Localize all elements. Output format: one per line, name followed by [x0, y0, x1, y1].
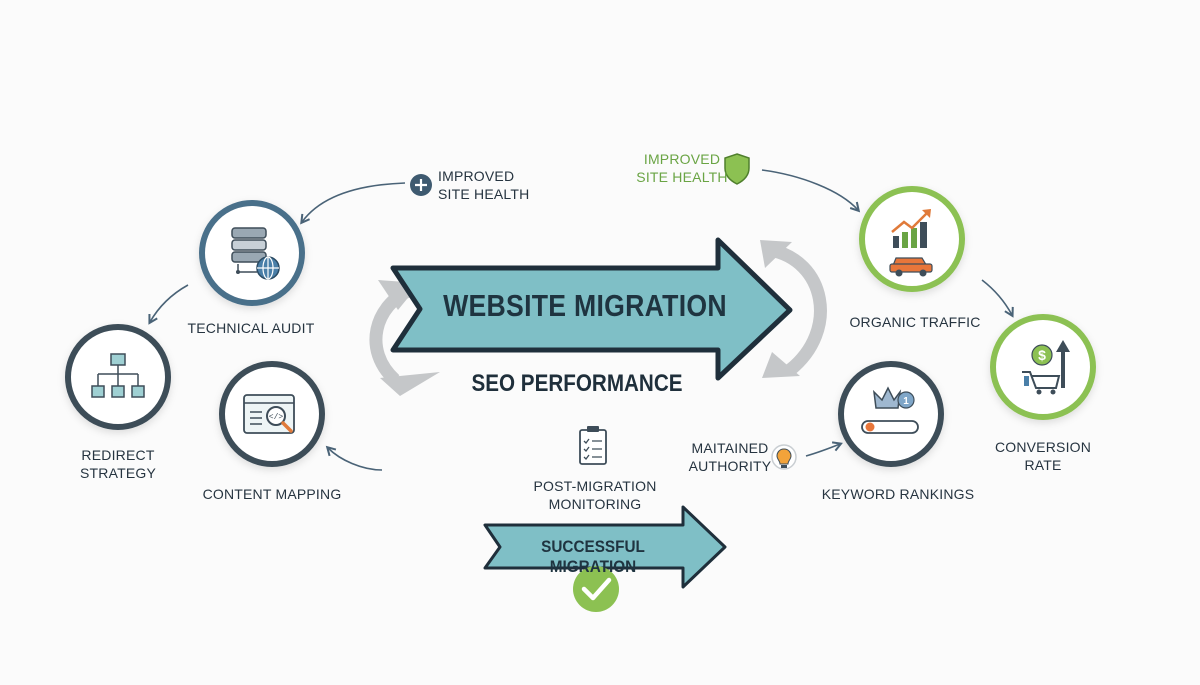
redirect-strategy-label: REDIRECT STRATEGY	[58, 447, 178, 482]
monitoring-line-2: MONITORING	[548, 495, 642, 512]
connector-maintained	[805, 441, 843, 457]
redirect-line-2: STRATEGY	[79, 464, 157, 481]
main-title: WEBSITE MIGRATION	[443, 288, 727, 323]
successful-migration-arrow	[483, 505, 727, 589]
subtitle: SEO PERFORMANCE	[471, 370, 683, 397]
maintained-authority: MAITAINED AUTHORITY	[680, 440, 780, 475]
shield-icon	[724, 153, 750, 185]
connector-top-right	[761, 169, 861, 213]
improved-site-health-left: IMPROVED SITE HEALTH	[438, 168, 538, 203]
conversion-line-2: RATE	[1024, 456, 1062, 473]
maintained-line-1: MAITAINED	[691, 440, 769, 456]
post-migration-monitoring: POST-MIGRATION MONITORING	[520, 478, 670, 513]
lightbulb-icon	[771, 444, 797, 470]
checklist-icon	[579, 426, 607, 465]
svg-text:$: $	[1038, 347, 1046, 363]
keyword-rankings-label: KEYWORD RANKINGS	[821, 486, 975, 502]
successful-migration-label: SUCCESSFUL MIGRATION	[541, 537, 645, 576]
connector-content-mapping	[325, 445, 383, 471]
monitoring-line-1: POST-MIGRATION	[533, 478, 657, 494]
check-icon	[573, 566, 619, 612]
connector-audit-redirect	[148, 284, 189, 325]
database-globe-icon	[231, 227, 280, 280]
refresh-arrows-right	[760, 240, 827, 378]
sitemap-icon	[91, 353, 145, 398]
dollar-cart-icon: $	[1022, 340, 1070, 395]
improved-right-line-1: IMPROVED	[643, 151, 721, 167]
connector-top-left	[300, 182, 406, 225]
organic-traffic-label: ORGANIC TRAFFIC	[849, 314, 981, 330]
crown-rank-icon: 1	[861, 386, 919, 434]
keyword-rankings-node	[838, 361, 944, 467]
content-mapping-label: CONTENT MAPPING	[202, 486, 342, 502]
connector-traffic-conversion	[981, 279, 1014, 318]
code-search-icon: </>	[243, 394, 295, 434]
main-arrow	[390, 237, 793, 381]
improved-right-line-2: SITE HEALTH	[636, 168, 728, 185]
technical-audit-label: TECHNICAL AUDIT	[187, 320, 315, 336]
conversion-rate-node	[990, 314, 1096, 420]
plus-icon	[410, 174, 432, 196]
improved-left-line-1: IMPROVED	[438, 168, 515, 184]
conversion-line-1: CONVERSION	[994, 439, 1092, 455]
conversion-rate-label: CONVERSION RATE	[988, 439, 1098, 474]
svg-text:1: 1	[903, 396, 909, 407]
improved-site-health-right: IMPROVED SITE HEALTH	[632, 151, 732, 186]
growth-chart-car-icon	[889, 209, 933, 277]
improved-left-line-2: SITE HEALTH	[438, 185, 530, 202]
redirect-line-1: REDIRECT	[81, 447, 155, 463]
svg-text:</>: </>	[269, 413, 284, 422]
maintained-line-2: AUTHORITY	[688, 457, 772, 474]
